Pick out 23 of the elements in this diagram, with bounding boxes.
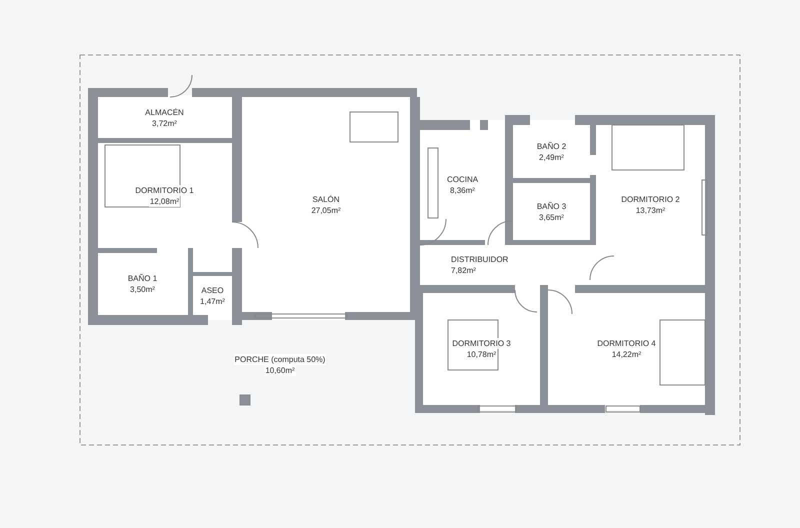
- room-name: ASEO: [200, 284, 225, 296]
- room-area: 3,50m²: [129, 284, 156, 295]
- room-name: SALÓN: [311, 194, 341, 204]
- room-area: 1,47m²: [199, 296, 226, 306]
- room-area: 7,82m²: [450, 265, 477, 276]
- room-area: 14,22m²: [610, 349, 642, 360]
- room-name: DISTRIBUIDOR: [450, 254, 510, 265]
- room-area: 10,78m²: [466, 349, 498, 360]
- room-name: DORMITORIO 2: [620, 194, 681, 205]
- room-area: 13,73m²: [634, 205, 666, 216]
- room-name: COCINA: [446, 174, 480, 185]
- room-name: DORMITORIO 3: [451, 338, 512, 349]
- room-area: 3,72m²: [151, 118, 178, 128]
- room-name: BAÑO 1: [126, 273, 158, 284]
- room-name: DORMITORIO 4: [596, 338, 657, 349]
- room-area: 3,65m²: [538, 212, 565, 222]
- room-area: 10,60m²: [264, 365, 296, 376]
- room-area: 2,49m²: [538, 152, 565, 162]
- room-area: 27,05m²: [310, 204, 342, 216]
- room-name: PORCHE (computa 50%): [234, 354, 326, 365]
- room-name: ALMACÉN: [144, 106, 185, 118]
- room-name: DORMITORIO 1: [134, 184, 195, 196]
- room-area: 8,36m²: [449, 185, 476, 196]
